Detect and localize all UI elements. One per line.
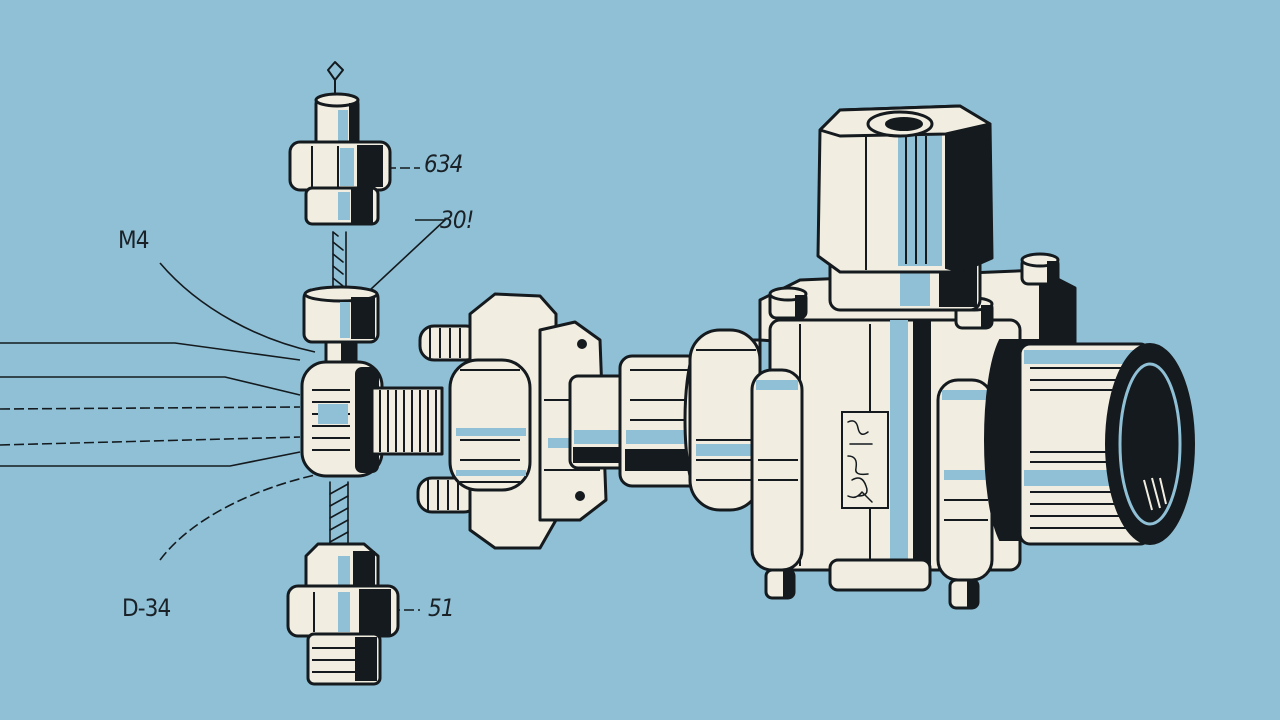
- bonnet-hex-nut: [816, 104, 994, 312]
- threaded-shaft: [370, 386, 444, 456]
- label-top-fitting: 634: [424, 150, 463, 178]
- connecting-pipe: [568, 354, 732, 488]
- leader-lines-left: [0, 167, 448, 611]
- valve-body: [683, 252, 1077, 610]
- label-left-callout: M4: [118, 226, 149, 254]
- threaded-rod-upper: [332, 231, 347, 291]
- top-union-fitting: [288, 92, 392, 226]
- side-cap: [300, 360, 384, 478]
- code-plate: [841, 411, 889, 509]
- flange-coupling: [416, 292, 608, 550]
- label-bottom-fitting: 51: [428, 594, 455, 622]
- label-spacer-nut: 30!: [440, 206, 474, 234]
- outlet-sleeve: [984, 339, 1195, 546]
- spacer-nut: [302, 285, 380, 366]
- label-bottom-left-callout: D-34: [122, 594, 171, 622]
- bottom-union-fitting: [286, 542, 400, 686]
- threaded-rod-lower: [329, 481, 349, 547]
